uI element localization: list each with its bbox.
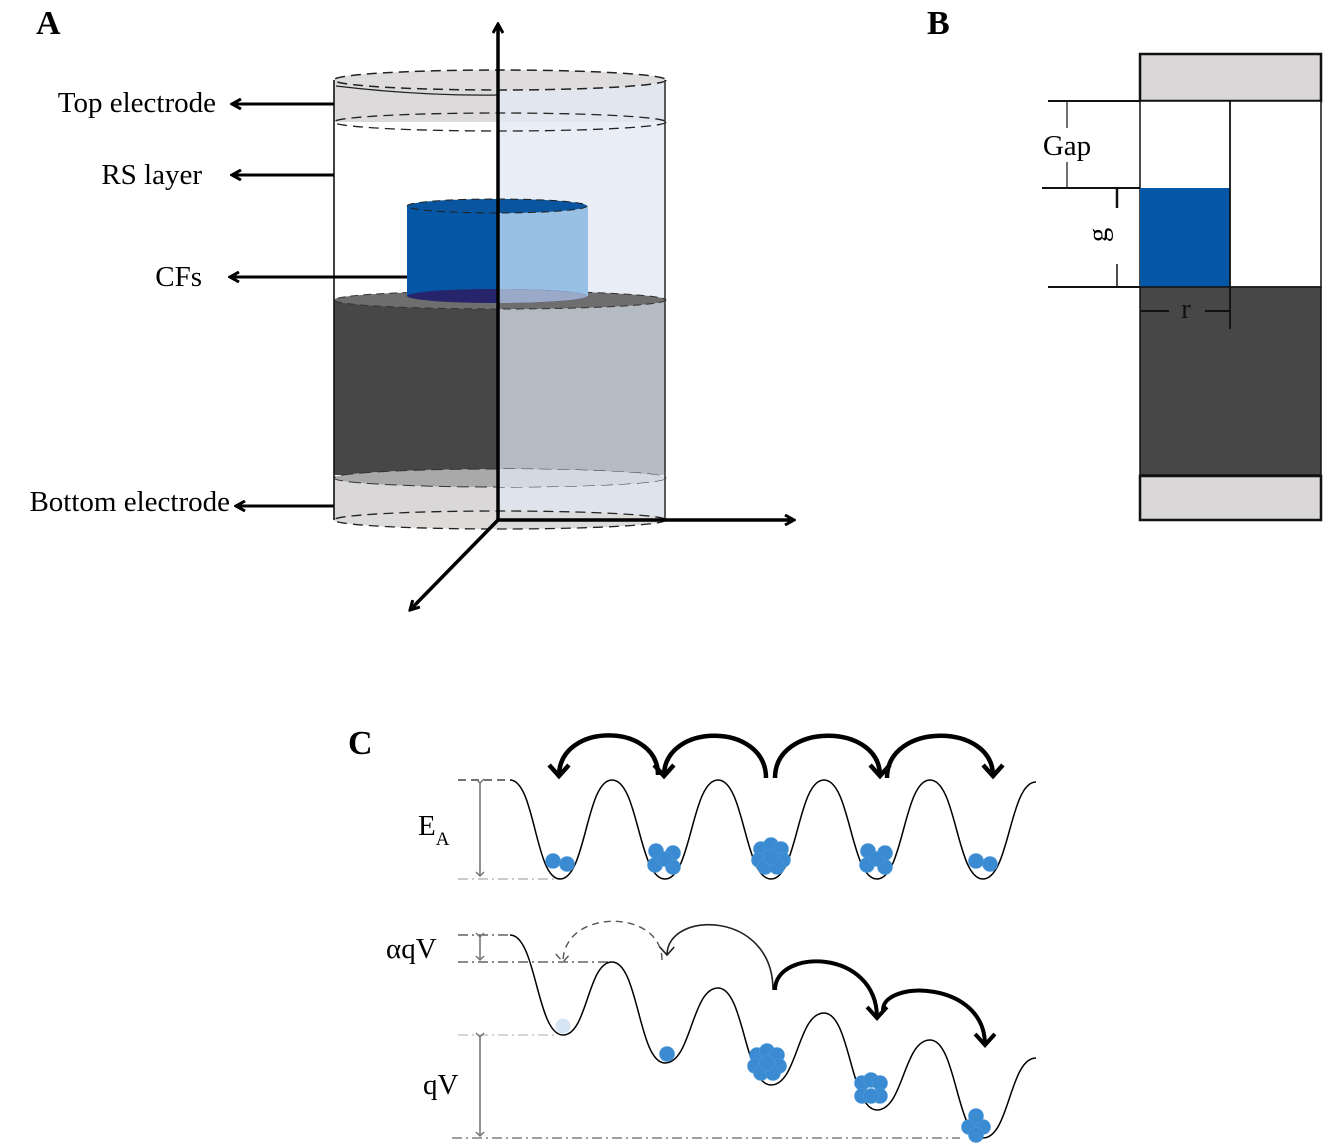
ion-particle [657, 851, 673, 867]
panel-c-label: C [348, 725, 373, 762]
arrowhead-icon [547, 763, 571, 780]
label-top-electrode: Top electrode [58, 87, 216, 119]
conductive-filament [406, 198, 588, 303]
b-filament [1140, 188, 1230, 287]
unbiased-potential: EA [418, 733, 1037, 880]
ion-particle [869, 851, 885, 867]
ion-particle [659, 1046, 675, 1062]
arrowhead-icon [652, 763, 676, 780]
bottom-electrode [333, 468, 667, 530]
hop-arrows-unbiased [547, 733, 1005, 780]
top-electrode [333, 69, 667, 132]
y-axis-arrow-icon [410, 518, 500, 610]
panel-a-label: A [36, 5, 61, 42]
label-ea: EA [418, 810, 450, 850]
label-cfs: CFs [155, 261, 202, 293]
ion-particle [863, 1088, 879, 1104]
label-r: r [1181, 293, 1191, 325]
label-bottom-electrode: Bottom electrode [29, 486, 230, 518]
layer-callouts: Top electrode RS layer CFs Bottom electr… [29, 87, 407, 518]
arrowhead-icon [981, 763, 1005, 780]
hop-arrow-icon [772, 733, 883, 779]
arrowhead-icon [555, 953, 571, 964]
ion-particle [759, 1055, 775, 1071]
hop-arrow-icon [661, 733, 769, 779]
panel-a: A [29, 5, 794, 610]
ion-particle [968, 1108, 984, 1124]
hop-arrow-icon [556, 733, 661, 777]
oxide-layer [333, 290, 667, 475]
arrowhead-icon [865, 1005, 889, 1021]
arrowhead-icon [659, 946, 675, 957]
ion-particle [763, 849, 779, 865]
ion-particle [982, 856, 998, 872]
particles-unbiased [545, 837, 998, 875]
biased-potential: αqV qV [386, 920, 1037, 1143]
ion-particle [968, 1127, 984, 1143]
b-dimension-lines [1042, 100, 1230, 312]
hop-arrows-biased [555, 920, 997, 1048]
label-g: g [1082, 228, 1114, 243]
panel-b: B Gap g r [927, 5, 1323, 522]
label-qv: qV [423, 1069, 459, 1101]
ion-particle [545, 853, 561, 869]
b-top-electrode [1138, 52, 1323, 103]
ion-particle [968, 853, 984, 869]
particles-biased [555, 1018, 991, 1143]
panel-b-label: B [927, 5, 950, 42]
hop-arrow-icon [884, 733, 996, 779]
ion-particle [555, 1018, 571, 1034]
label-gap: Gap [1043, 130, 1091, 162]
b-bottom-electrode [1138, 474, 1323, 522]
label-alpha-qv: αqV [386, 933, 437, 965]
hop-arrow-icon [666, 923, 774, 991]
ion-particle [559, 856, 575, 872]
panel-c: C EA αqV qV [348, 725, 1037, 1143]
hop-arrow-icon [562, 920, 663, 963]
arrowhead-icon [973, 1032, 997, 1048]
potential-curve-unbiased [509, 779, 1037, 880]
potential-curve-biased [509, 934, 1037, 1139]
hop-arrow-icon [881, 988, 987, 1046]
label-rs-layer: RS layer [101, 159, 202, 191]
hop-arrow-icon [773, 959, 879, 1019]
coordinate-axes [410, 24, 794, 610]
